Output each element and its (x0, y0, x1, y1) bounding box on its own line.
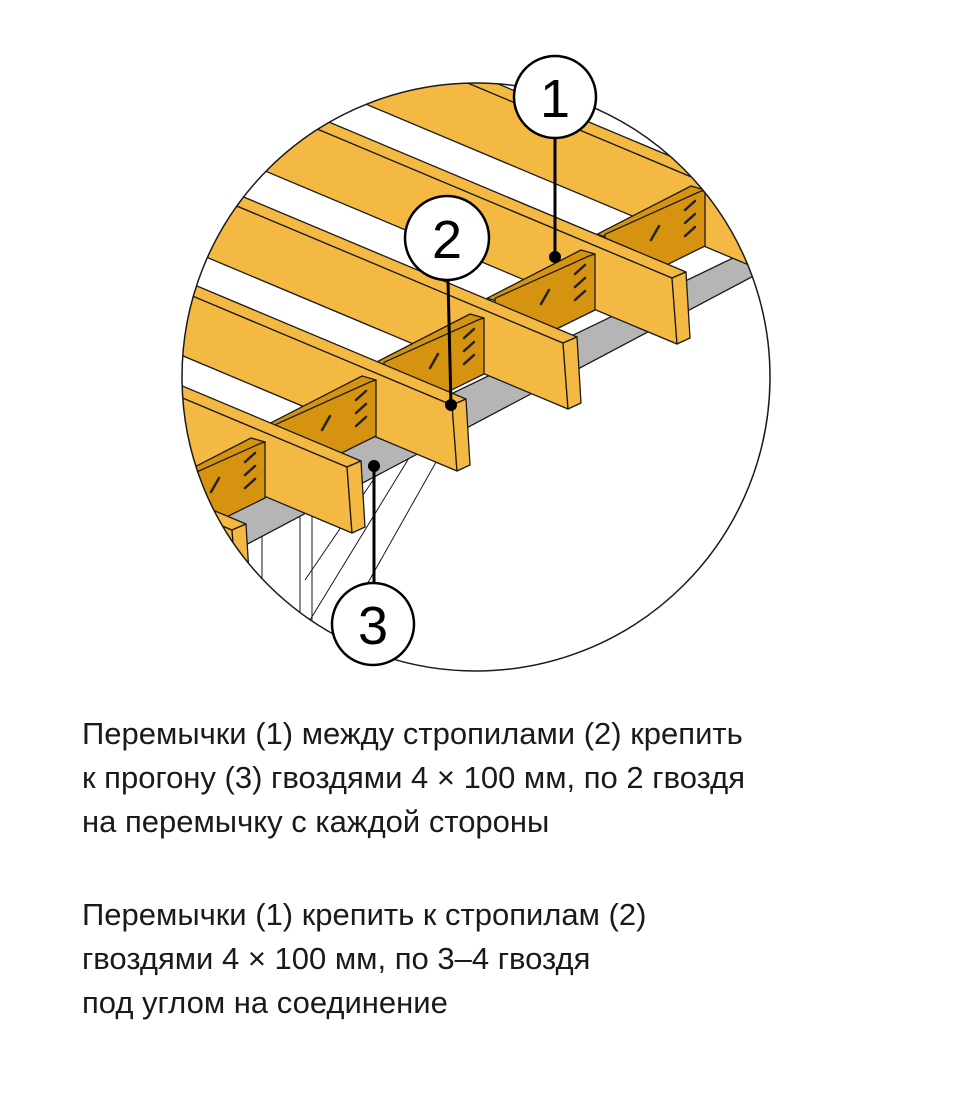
rafter-5-end (231, 523, 251, 597)
nail-icon (573, 276, 587, 289)
rafter-1-end (671, 271, 691, 345)
nail-icon (462, 340, 476, 353)
rafter-0-side (182, 83, 770, 282)
callout-1: 1 (512, 54, 598, 263)
callout-2: 2 (403, 194, 491, 411)
callout-2-pointer (445, 399, 457, 411)
nail-icon (683, 212, 697, 225)
nail-icon (209, 476, 221, 494)
nail-icon (428, 352, 440, 370)
nail-icon (354, 415, 368, 428)
instruction-line: на перемычку с каждой стороны (82, 804, 550, 839)
nail-icon (573, 263, 587, 276)
instruction-rafter-fastening: Перемычки (1) крепить к стропилам (2) гв… (82, 893, 646, 1025)
callout-1-number: 1 (540, 69, 570, 129)
callout-2-number: 2 (432, 210, 462, 270)
rafter-3-end (451, 398, 471, 472)
rafter-0-end (782, 209, 800, 281)
instruction-purlin-fastening: Перемычки (1) между стропилами (2) крепи… (82, 712, 745, 844)
nail-icon (354, 402, 368, 415)
rafter-4-end (346, 460, 366, 534)
callout-3-pointer (368, 460, 380, 472)
nail-icon (243, 464, 257, 477)
detail-circle-outline (181, 82, 771, 672)
callout-1-pointer (549, 251, 561, 263)
instruction-line: к прогону (3) гвоздями 4 × 100 мм, по 2 … (82, 760, 745, 795)
nail-icon (683, 225, 697, 238)
nail-icon (462, 353, 476, 366)
nail-icon (573, 289, 587, 302)
nail-icon (320, 414, 332, 432)
nail-icon (243, 477, 257, 490)
brace-line (309, 439, 421, 621)
nail-icon (539, 288, 551, 306)
rafter-2-end (562, 336, 582, 410)
nail-icon (243, 451, 257, 464)
rafter-blocking-illustration: 1 2 3 (181, 54, 800, 672)
callout-3-number: 3 (358, 596, 388, 656)
callout-3: 3 (330, 460, 416, 667)
nail-icon (462, 327, 476, 340)
instruction-line: под углом на соединение (82, 985, 448, 1020)
instruction-line: гвоздями 4 × 100 мм, по 3–4 гвоздя (82, 941, 591, 976)
nail-icon (354, 389, 368, 402)
instruction-line: Перемычки (1) между стропилами (2) крепи… (82, 716, 743, 751)
nail-icon (683, 199, 697, 212)
nail-icon (649, 224, 661, 242)
instruction-line: Перемычки (1) крепить к стропилам (2) (82, 897, 647, 932)
